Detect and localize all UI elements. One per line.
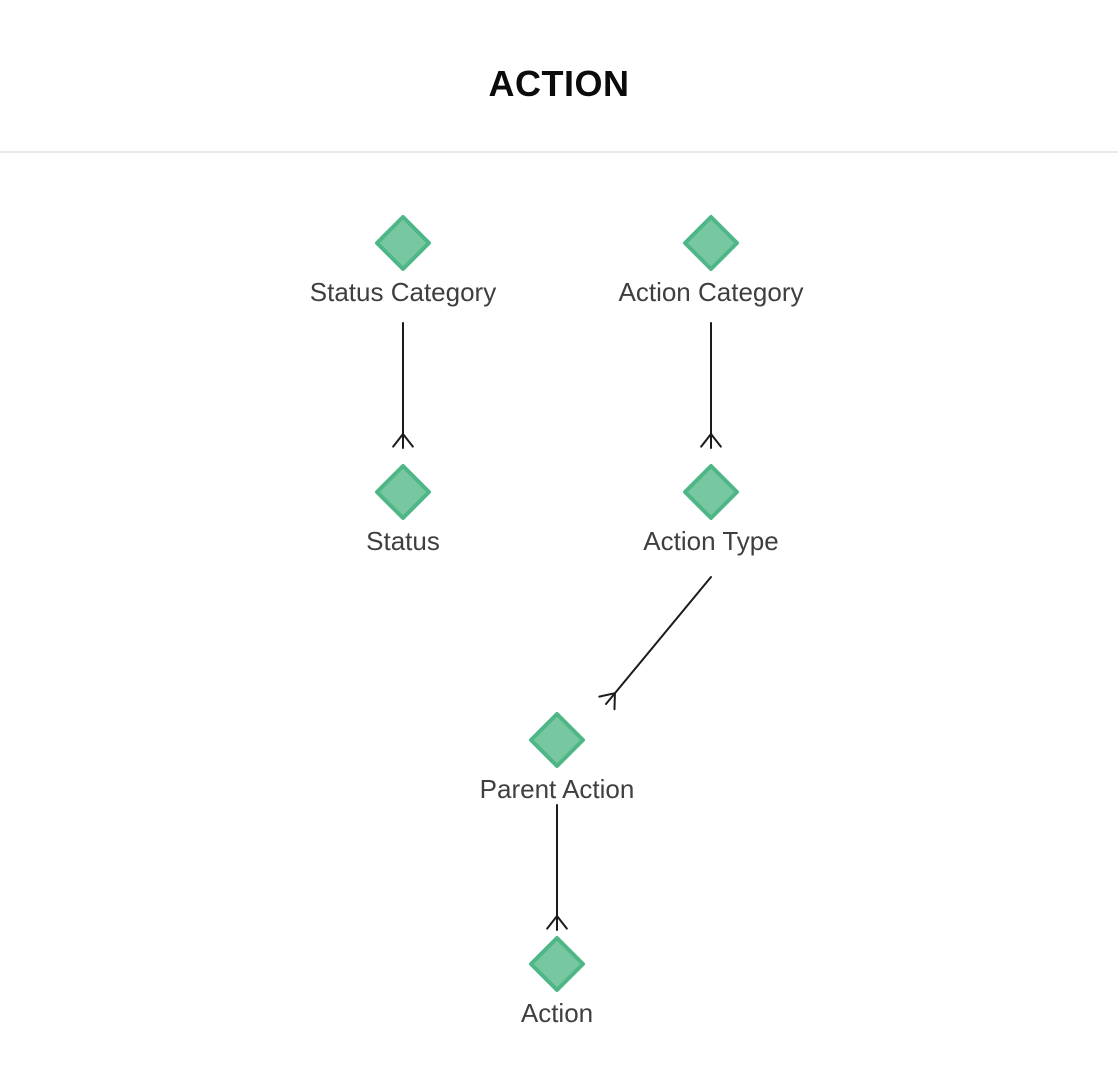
edge-line	[605, 576, 712, 705]
marker-line	[700, 433, 712, 448]
many-arrow-marker-icon	[598, 692, 616, 711]
node-label: Parent Action	[480, 774, 635, 804]
edge-action-category-to-action-type	[700, 322, 722, 449]
action-type-diamond-icon[interactable]	[683, 464, 739, 520]
node-label: Action Category	[619, 277, 804, 307]
node-parent-action[interactable]: Parent Action	[480, 712, 635, 804]
header: ACTION	[0, 0, 1118, 153]
page-title: ACTION	[488, 63, 630, 104]
node-action[interactable]: Action	[521, 936, 593, 1028]
status-category-diamond-icon[interactable]	[375, 215, 431, 271]
action-category-diamond-icon[interactable]	[683, 215, 739, 271]
node-status-category[interactable]: Status Category	[310, 215, 496, 307]
many-arrow-marker-icon	[700, 433, 722, 448]
edge-status-category-to-status	[392, 322, 414, 449]
marker-line	[402, 433, 414, 448]
node-status[interactable]: Status	[366, 464, 440, 556]
action-diamond-icon[interactable]	[529, 936, 585, 992]
marker-line	[710, 433, 722, 448]
marker-line	[546, 915, 558, 930]
edge-action-type-to-parent-action	[598, 576, 712, 711]
node-label: Status	[366, 526, 440, 556]
status-diamond-icon[interactable]	[375, 464, 431, 520]
marker-line	[598, 692, 616, 698]
many-arrow-marker-icon	[546, 915, 568, 930]
node-action-category[interactable]: Action Category	[619, 215, 804, 307]
marker-line	[392, 433, 404, 448]
node-label: Status Category	[310, 277, 496, 307]
node-label: Action Type	[643, 526, 778, 556]
edge-parent-action-to-action	[546, 804, 568, 931]
node-action-type[interactable]: Action Type	[643, 464, 779, 556]
marker-line	[556, 915, 568, 930]
parent-action-diamond-icon[interactable]	[529, 712, 585, 768]
many-arrow-marker-icon	[392, 433, 414, 448]
node-label: Action	[521, 998, 593, 1028]
